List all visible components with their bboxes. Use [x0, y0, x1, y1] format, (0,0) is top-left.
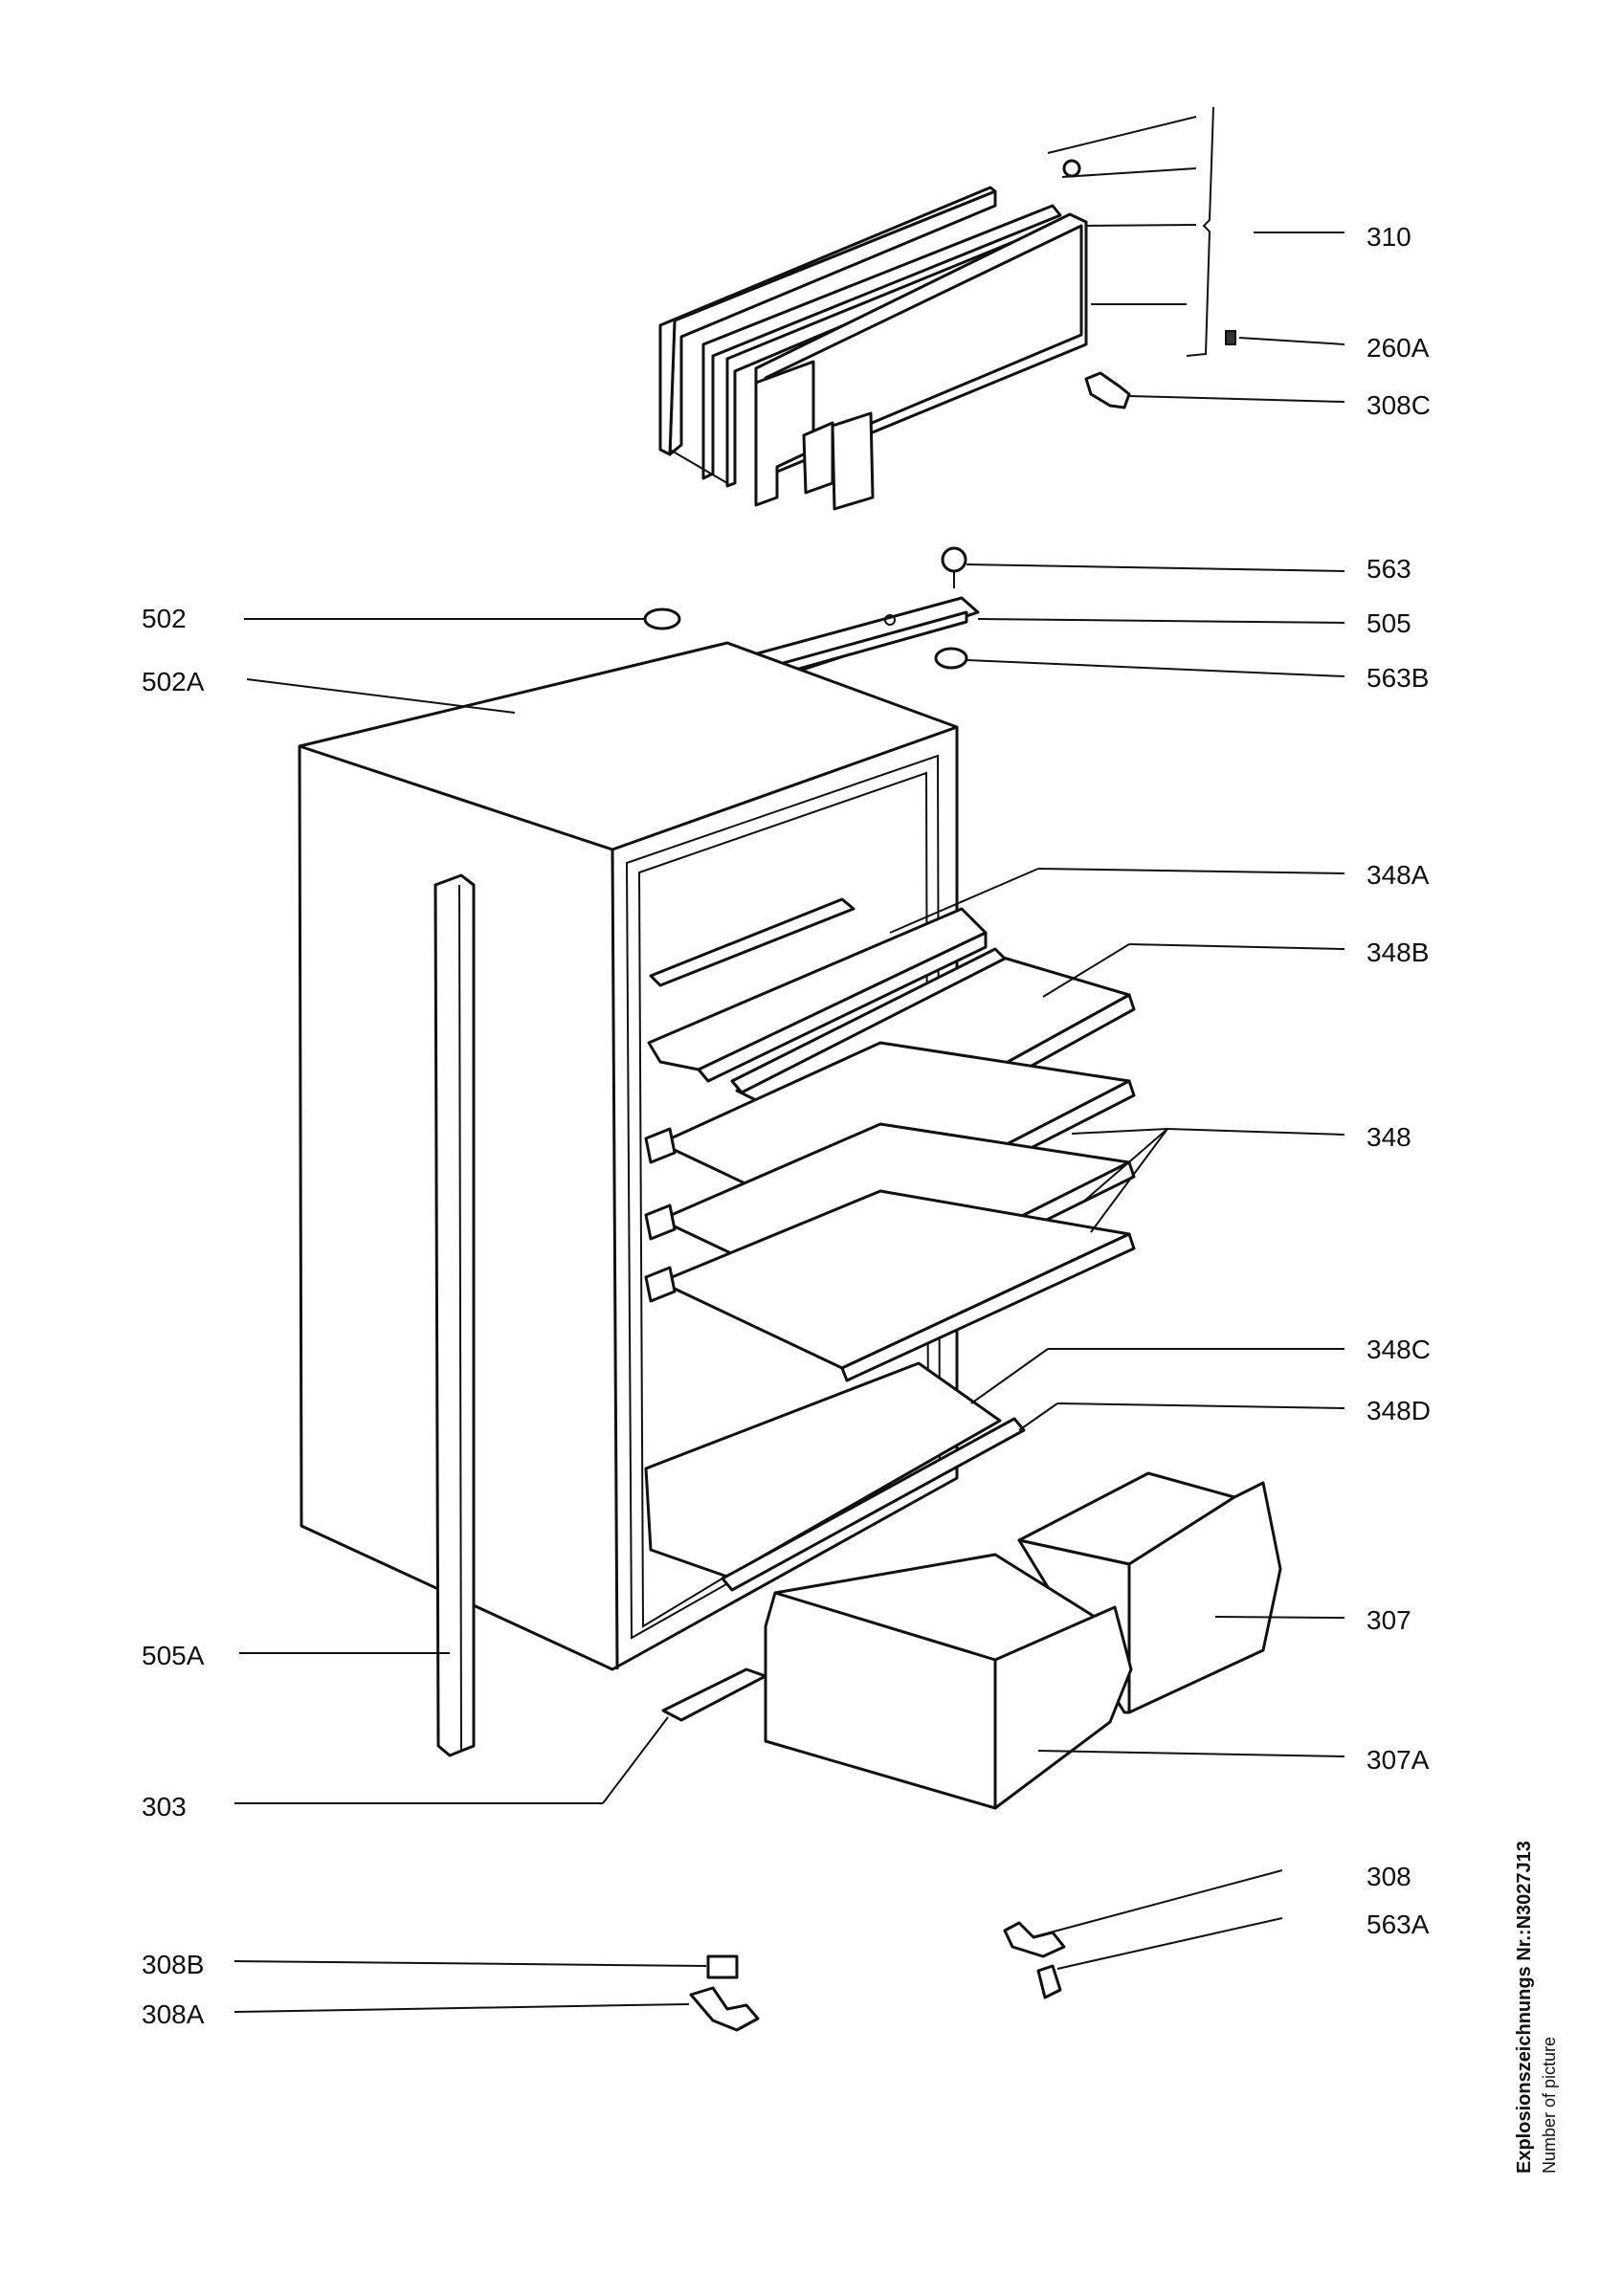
- label-260A: 260A: [1366, 333, 1430, 363]
- drawer-307A: [764, 1553, 1133, 1810]
- shelf-348-3: [644, 1189, 1136, 1382]
- label-308A: 308A: [142, 1999, 205, 2029]
- label-307A: 307A: [1366, 1745, 1430, 1775]
- rail-348D: [721, 1417, 1026, 1592]
- label-505A: 505A: [142, 1641, 205, 1670]
- shelf-348A: [647, 897, 988, 1083]
- part-308: [1003, 1921, 1066, 1958]
- label-348B: 348B: [1366, 938, 1429, 967]
- screw-part: [1062, 159, 1081, 178]
- shelf-348C: [644, 1361, 1002, 1578]
- part-563: [941, 546, 967, 573]
- part-502: [643, 607, 681, 630]
- label-308C: 308C: [1366, 390, 1431, 420]
- label-563A: 563A: [1366, 1910, 1430, 1939]
- caption-title: Explosionszeichnungs Nr.:N3027J13: [1514, 1841, 1535, 2174]
- label-502A: 502A: [142, 667, 205, 696]
- label-348D: 348D: [1366, 1396, 1431, 1425]
- label-307: 307: [1366, 1605, 1411, 1635]
- part-563A: [1036, 1964, 1062, 1999]
- label-502: 502: [142, 604, 187, 633]
- bracket-310: [1186, 106, 1214, 357]
- door-assembly: [658, 186, 1088, 511]
- drawing-number-caption: Explosionszeichnungs Nr.:N3027J13 Number…: [1512, 1841, 1569, 2174]
- part-308C: [1084, 371, 1131, 409]
- label-308: 308: [1366, 1862, 1411, 1891]
- label-348C: 348C: [1366, 1335, 1431, 1364]
- part-563B: [934, 647, 968, 670]
- part-308A: [689, 1986, 760, 2032]
- label-348: 348: [1366, 1122, 1411, 1152]
- part-308B: [706, 1954, 739, 1979]
- caption-subtitle: Number of picture: [1540, 2036, 1559, 2174]
- label-505: 505: [1366, 608, 1411, 638]
- label-303: 303: [142, 1792, 187, 1821]
- label-308B: 308B: [142, 1950, 204, 1979]
- part-260A: [1225, 330, 1236, 345]
- label-310: 310: [1366, 222, 1411, 252]
- label-563: 563: [1366, 554, 1411, 584]
- label-563B: 563B: [1366, 663, 1429, 693]
- grille-303: [661, 1667, 767, 1722]
- gasket-505A: [433, 873, 476, 1757]
- label-348A: 348A: [1366, 860, 1430, 890]
